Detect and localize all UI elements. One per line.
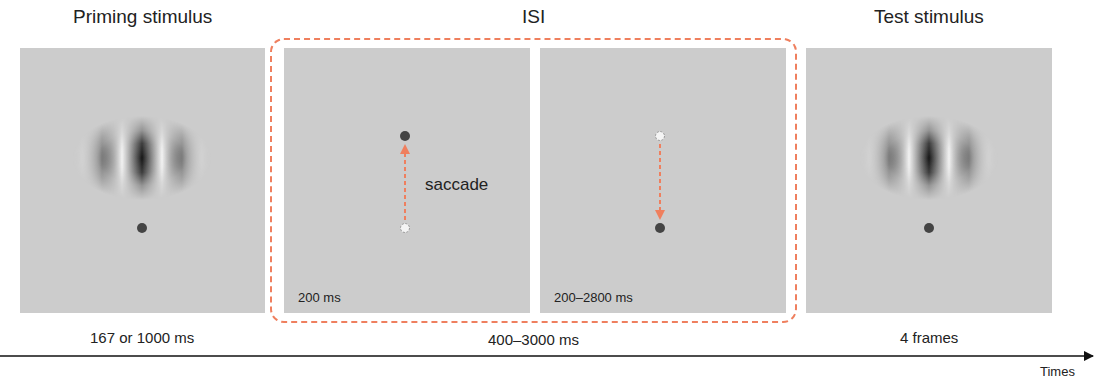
duration-label: 200 ms — [298, 291, 341, 306]
duration-label: 167 or 1000 ms — [90, 329, 194, 346]
group-heading: ISI — [522, 6, 545, 28]
panel-heading: Test stimulus — [874, 6, 984, 28]
previous-fixation — [656, 132, 665, 141]
saccade-arrow — [659, 144, 661, 218]
panel — [20, 48, 265, 313]
time-axis — [0, 355, 1093, 357]
isi-panel: 200 ms saccade — [284, 48, 530, 313]
saccade-arrow — [404, 146, 406, 220]
duration-label: 400–3000 ms — [488, 331, 579, 348]
fixation-dot — [655, 223, 665, 233]
isi-panel: 200–2800 ms — [540, 48, 786, 313]
saccade-label: saccade — [425, 175, 488, 195]
panel-heading: Priming stimulus — [73, 6, 212, 28]
axis-label: Times — [1040, 365, 1075, 380]
stimulus-panel: Priming stimulus167 or 1000 ms — [20, 48, 265, 313]
previous-fixation — [401, 224, 410, 233]
duration-label: 4 frames — [900, 329, 958, 346]
panel — [284, 48, 530, 313]
stimulus-panel: Test stimulus4 frames — [806, 48, 1052, 313]
fixation-dot — [137, 223, 147, 233]
duration-label: 200–2800 ms — [554, 291, 633, 306]
panel — [540, 48, 786, 313]
fixation-dot — [400, 131, 410, 141]
isi-group: ISI400–3000 ms200 mssaccade200–2800 ms — [270, 38, 797, 323]
panel — [806, 48, 1052, 313]
gabor-patch — [72, 116, 212, 200]
fixation-dot — [924, 223, 934, 233]
gabor-patch — [859, 116, 999, 200]
